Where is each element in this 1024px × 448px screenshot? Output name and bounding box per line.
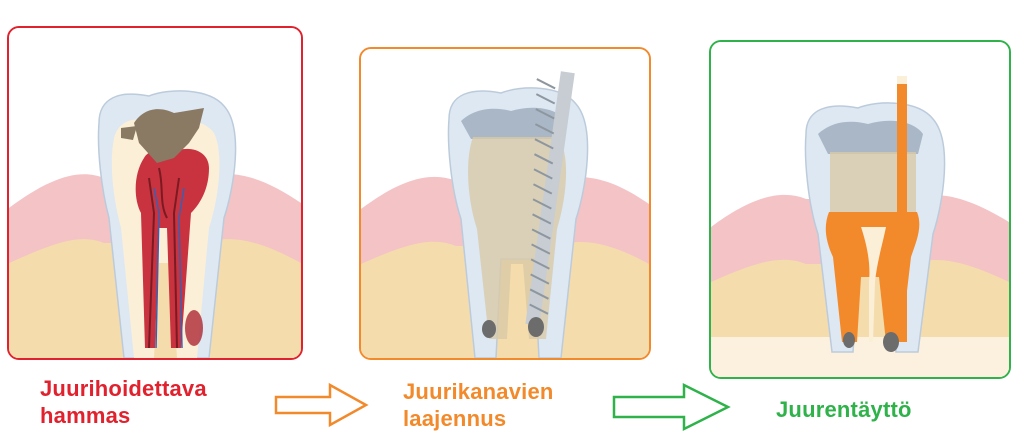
- arrow-right-orange-icon: [274, 382, 369, 428]
- panel-infected-tooth: [7, 26, 303, 360]
- panel-root-filling: [709, 40, 1011, 379]
- caption-infected-tooth-line1: Juurihoidettava: [40, 376, 207, 401]
- panel-canal-widening: [359, 47, 651, 360]
- arrow-right-green-icon: [612, 382, 731, 432]
- infected-tooth-illustration: [9, 28, 301, 358]
- caption-infected-tooth-line2: hammas: [40, 403, 131, 428]
- root-filling-illustration: [711, 42, 1009, 377]
- caption-root-filling-line1: Juurentäyttö: [776, 397, 912, 422]
- caption-canal-widening-line1: Juurikanavien: [403, 379, 554, 404]
- caption-infected-tooth: Juurihoidettava hammas: [40, 375, 207, 429]
- canal-widening-illustration: [361, 49, 649, 358]
- caption-canal-widening-line2: laajennus: [403, 406, 507, 431]
- caption-canal-widening: Juurikanavien laajennus: [403, 378, 554, 432]
- caption-root-filling: Juurentäyttö: [776, 396, 912, 423]
